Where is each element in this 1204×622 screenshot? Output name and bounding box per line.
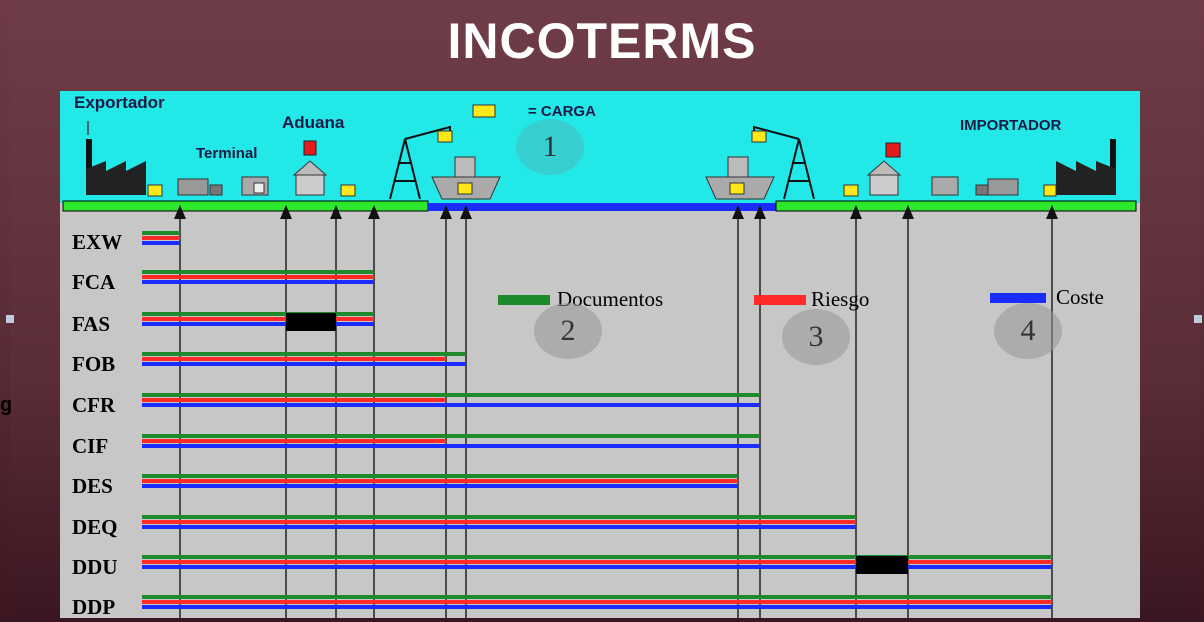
black-blocks [286, 313, 908, 574]
bar-riesgo-exw [142, 236, 180, 240]
bar-documentos-deq [142, 515, 856, 519]
crane-left-icon [389, 125, 451, 200]
sea-strip [428, 203, 776, 211]
truck-icon [177, 178, 223, 196]
bar-documentos-ddp [142, 595, 1052, 599]
ddu-black-block [856, 556, 908, 574]
term-label-cfr: CFR [72, 393, 116, 417]
bar-riesgo-fca [142, 275, 374, 279]
crane-right-icon [753, 125, 815, 200]
bar-documentos-des [142, 474, 738, 478]
milestone-arrow-1 [174, 205, 186, 219]
ground-right [775, 200, 1137, 212]
bar-coste-exw [142, 241, 180, 245]
milestone-arrow-4 [368, 205, 380, 219]
term-label-cif: CIF [72, 434, 109, 458]
exportador-label: Exportador [74, 93, 165, 112]
ship-right-icon [705, 156, 775, 200]
aduana-label: Aduana [282, 113, 345, 132]
warehouse-icon [241, 176, 269, 196]
bar-coste-ddp [142, 605, 1052, 609]
bar-documentos-ddu [142, 555, 1052, 559]
scene-sky [60, 91, 1140, 203]
bar-coste-fca [142, 280, 374, 284]
bar-riesgo-fas [142, 317, 374, 321]
bar-documentos-exw [142, 231, 180, 235]
bar-coste-deq [142, 525, 856, 529]
legend-swatch-coste [990, 293, 1046, 303]
term-label-exw: EXW [72, 230, 123, 254]
bar-coste-fas [142, 322, 374, 326]
term-label-fob: FOB [72, 352, 116, 376]
bar-documentos-cfr [142, 393, 760, 397]
bar-coste-cif [142, 444, 760, 448]
circle-2: 2 [534, 303, 602, 359]
term-label-deq: DEQ [72, 515, 118, 539]
truck-right-icon [975, 178, 1019, 196]
term-label-fas: FAS [72, 312, 111, 336]
bar-riesgo-cfr [142, 398, 446, 402]
bar-documentos-fob [142, 352, 466, 356]
bar-coste-cfr [142, 403, 760, 407]
cut-off-label: g [0, 394, 13, 416]
milestone-arrow-9 [850, 205, 862, 219]
exporter-factory-icon [86, 121, 146, 195]
bar-documentos-fca [142, 270, 374, 274]
legend-swatch-riesgo [754, 295, 806, 305]
bar-coste-des [142, 484, 738, 488]
bar-riesgo-cif [142, 439, 446, 443]
circle-3: 3 [782, 309, 850, 365]
terminal-label: Terminal [196, 145, 258, 162]
incoterms-diagram: Exportador Aduana Terminal = CARGA IMPOR… [60, 91, 1140, 618]
legend-swatch-documentos [498, 295, 550, 305]
importer-factory-icon [1056, 139, 1116, 195]
diagram-svg [62, 104, 1137, 618]
milestone-arrow-6 [460, 205, 472, 219]
edge-marker-right [1194, 315, 1202, 323]
term-label-ddu: DDU [72, 555, 118, 579]
bar-coste-fob [142, 362, 466, 366]
bar-riesgo-ddp [142, 600, 1052, 604]
page-title: INCOTERMS [447, 13, 757, 69]
fas-black-block [286, 313, 336, 331]
cargo-boxes [147, 104, 1057, 197]
milestone-arrow-7 [732, 205, 744, 219]
milestone-arrow-8 [754, 205, 766, 219]
term-label-fca: FCA [72, 270, 116, 294]
term-bars [142, 231, 1052, 609]
bar-riesgo-des [142, 479, 738, 483]
bar-documentos-cif [142, 434, 760, 438]
customs-house-icon [292, 140, 328, 196]
legend-riesgo: Riesgo [811, 287, 870, 311]
legend-swatches [498, 293, 1046, 305]
bar-coste-ddu [142, 565, 1052, 569]
circle-4: 4 [994, 303, 1062, 359]
milestone-arrow-10 [902, 205, 914, 219]
milestone-arrow-5 [440, 205, 452, 219]
bar-riesgo-ddu [142, 560, 1052, 564]
bar-documentos-fas [142, 312, 374, 316]
circle-1: 1 [516, 119, 584, 175]
milestone-arrow-11 [1046, 205, 1058, 219]
edge-marker-left [6, 315, 14, 323]
warehouse-right-icon [931, 176, 959, 196]
importador-label: IMPORTADOR [960, 117, 1062, 134]
milestone-arrow-2 [280, 205, 292, 219]
bar-riesgo-deq [142, 520, 856, 524]
milestone-arrow-3 [330, 205, 342, 219]
term-label-des: DES [72, 474, 113, 498]
carga-label: = CARGA [528, 103, 596, 120]
legend-coste: Coste [1056, 285, 1104, 309]
customs-house-right-icon [866, 142, 902, 196]
term-label-ddp: DDP [72, 595, 116, 618]
bar-riesgo-fob [142, 357, 446, 361]
